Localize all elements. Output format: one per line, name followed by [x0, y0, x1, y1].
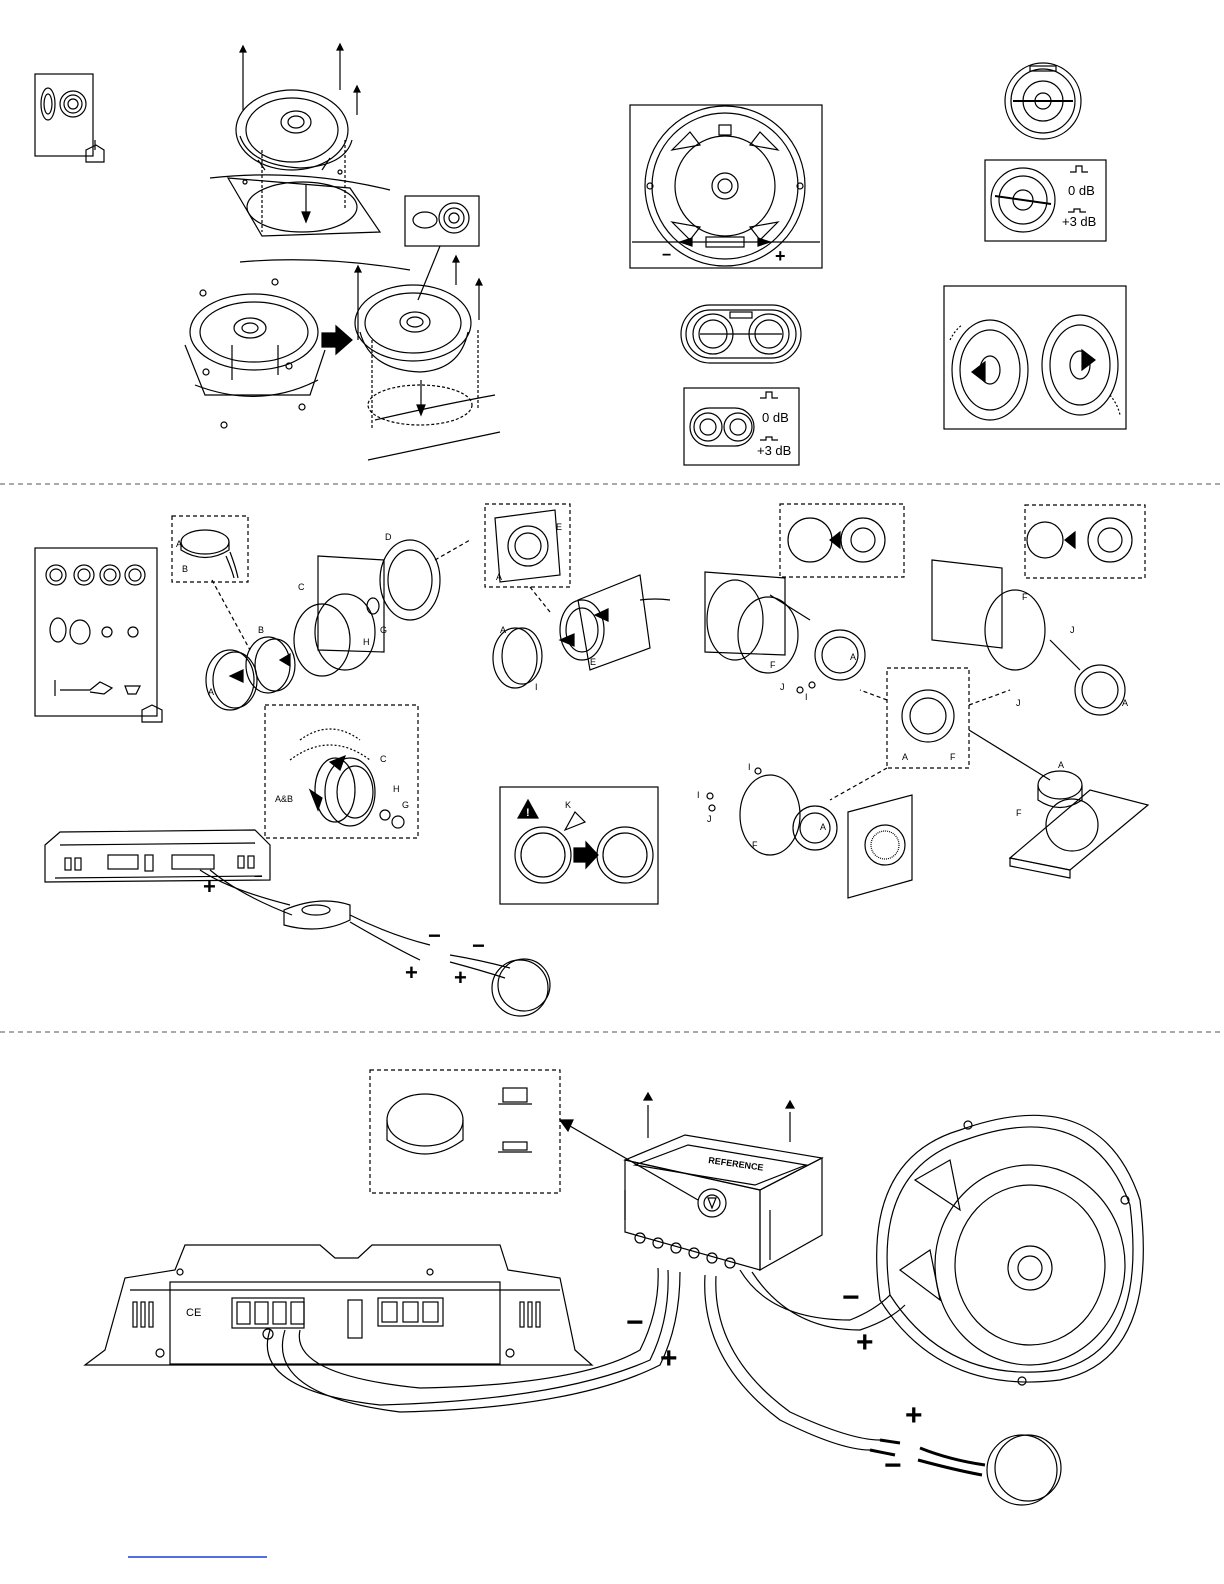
- tweeter-panel-mount: I I J F A: [697, 762, 912, 898]
- small-amp-plus-label-3: +: [454, 965, 467, 990]
- polarity-minus-label: −: [662, 247, 671, 264]
- amplifier: CE: [85, 1245, 592, 1365]
- svg-text:A: A: [496, 572, 502, 582]
- svg-text:!: !: [526, 807, 530, 819]
- tweeter-surface-mount: E A A I E: [485, 504, 670, 692]
- svg-text:J: J: [780, 682, 785, 692]
- svg-text:K: K: [565, 800, 571, 810]
- round-gain-0db-label: 0 dB: [1068, 183, 1095, 198]
- oval-speaker-front-view: [681, 305, 801, 363]
- step-arrow-icon: [322, 326, 352, 354]
- round-tweeter-gain-box: 0 dB +3 dB: [985, 160, 1106, 241]
- oval-tweeter-gain-box: 0 dB +3 dB: [684, 388, 799, 465]
- svg-text:G: G: [380, 625, 387, 635]
- tweeter-bracket-detail-box: A F: [830, 668, 1050, 800]
- tweeter-pivot-box: [944, 286, 1126, 429]
- crossover-network: REFERENCE: [625, 1093, 822, 1270]
- svg-text:F: F: [1022, 592, 1028, 602]
- small-amp-minus-label-1: −: [428, 923, 441, 948]
- small-amp-tweeter-wiring: + − + − +: [45, 830, 550, 1016]
- svg-text:I: I: [535, 682, 538, 692]
- amp-plus-label: +: [660, 1342, 678, 1375]
- crossover-to-woofer-wires: − +: [740, 1270, 905, 1359]
- tweeter-flush-mount-exploded: A B C D G H: [206, 532, 470, 710]
- svg-text:F: F: [1016, 808, 1022, 818]
- svg-text:C: C: [380, 754, 387, 764]
- woofer: [877, 1115, 1144, 1385]
- small-amp-plus-label-2: +: [405, 960, 418, 985]
- svg-text:A: A: [208, 687, 214, 697]
- woofer-plus-label: +: [856, 1326, 874, 1359]
- tweeter-board-mount: A F: [1010, 760, 1148, 878]
- crossover-to-tweeter-wires: + −: [705, 1275, 1061, 1505]
- oval-gain-3db-label: +3 dB: [757, 443, 791, 458]
- oval-speaker-adapter-left: [185, 279, 325, 428]
- woofer-minus-label: −: [842, 1281, 860, 1314]
- coaxial-contents-box: [35, 74, 104, 162]
- svg-text:H: H: [393, 784, 400, 794]
- ce-mark: CE: [186, 1307, 201, 1319]
- small-amp-minus-label-2: −: [472, 933, 485, 958]
- svg-text:J: J: [1070, 625, 1075, 635]
- svg-text:B: B: [258, 625, 264, 635]
- coax-tweeter-detail-box: [405, 196, 479, 300]
- tweeter-minus-label: −: [884, 1449, 902, 1482]
- svg-text:A&B: A&B: [275, 794, 293, 804]
- svg-text:A: A: [1122, 698, 1128, 708]
- svg-text:A: A: [850, 652, 856, 662]
- oval-gain-0db-label: 0 dB: [762, 410, 789, 425]
- svg-text:G: G: [402, 800, 409, 810]
- polarity-plus-label: +: [775, 246, 786, 266]
- tweeter-angle-mount-left: F A J I: [705, 504, 904, 702]
- svg-text:F: F: [950, 752, 956, 762]
- svg-text:J: J: [707, 814, 712, 824]
- svg-text:H: H: [363, 637, 370, 647]
- svg-text:J: J: [1016, 698, 1021, 708]
- svg-text:B: B: [182, 564, 188, 574]
- round-speaker-polarity-box: − +: [630, 105, 822, 268]
- svg-text:I: I: [805, 692, 808, 702]
- svg-text:E: E: [590, 657, 596, 667]
- svg-text:F: F: [752, 840, 758, 850]
- tweeter-plus-label: +: [905, 1399, 923, 1432]
- svg-text:C: C: [298, 582, 305, 592]
- oval-speaker-mounting-right: [355, 256, 500, 460]
- component-contents-box: [35, 548, 162, 722]
- svg-text:A: A: [500, 625, 506, 635]
- svg-text:D: D: [385, 532, 392, 542]
- svg-text:A: A: [1058, 760, 1064, 770]
- amp-minus-label: −: [626, 1306, 644, 1339]
- svg-text:E: E: [556, 522, 562, 532]
- small-amp-plus-label: +: [203, 874, 216, 899]
- oval-speaker-mounting-top: [210, 44, 410, 270]
- tweeter-rotate-detail-box: A&B C H G: [265, 705, 418, 838]
- warning-adjust-box: ! K: [500, 787, 658, 904]
- tweeter-angle-mount-right: F A J J: [932, 505, 1145, 715]
- tweeter-detail-box: A B: [172, 516, 248, 582]
- svg-text:F: F: [770, 660, 776, 670]
- svg-text:I: I: [697, 790, 700, 800]
- crossover-switch-detail-box: [370, 1070, 560, 1193]
- svg-text:I: I: [748, 762, 751, 772]
- round-gain-3db-label: +3 dB: [1062, 214, 1096, 229]
- round-coax-front-view: [1005, 63, 1081, 139]
- svg-text:A: A: [176, 539, 182, 549]
- crossover-brand-label: REFERENCE: [708, 1155, 764, 1173]
- svg-text:A: A: [902, 752, 908, 762]
- svg-text:A: A: [820, 822, 826, 832]
